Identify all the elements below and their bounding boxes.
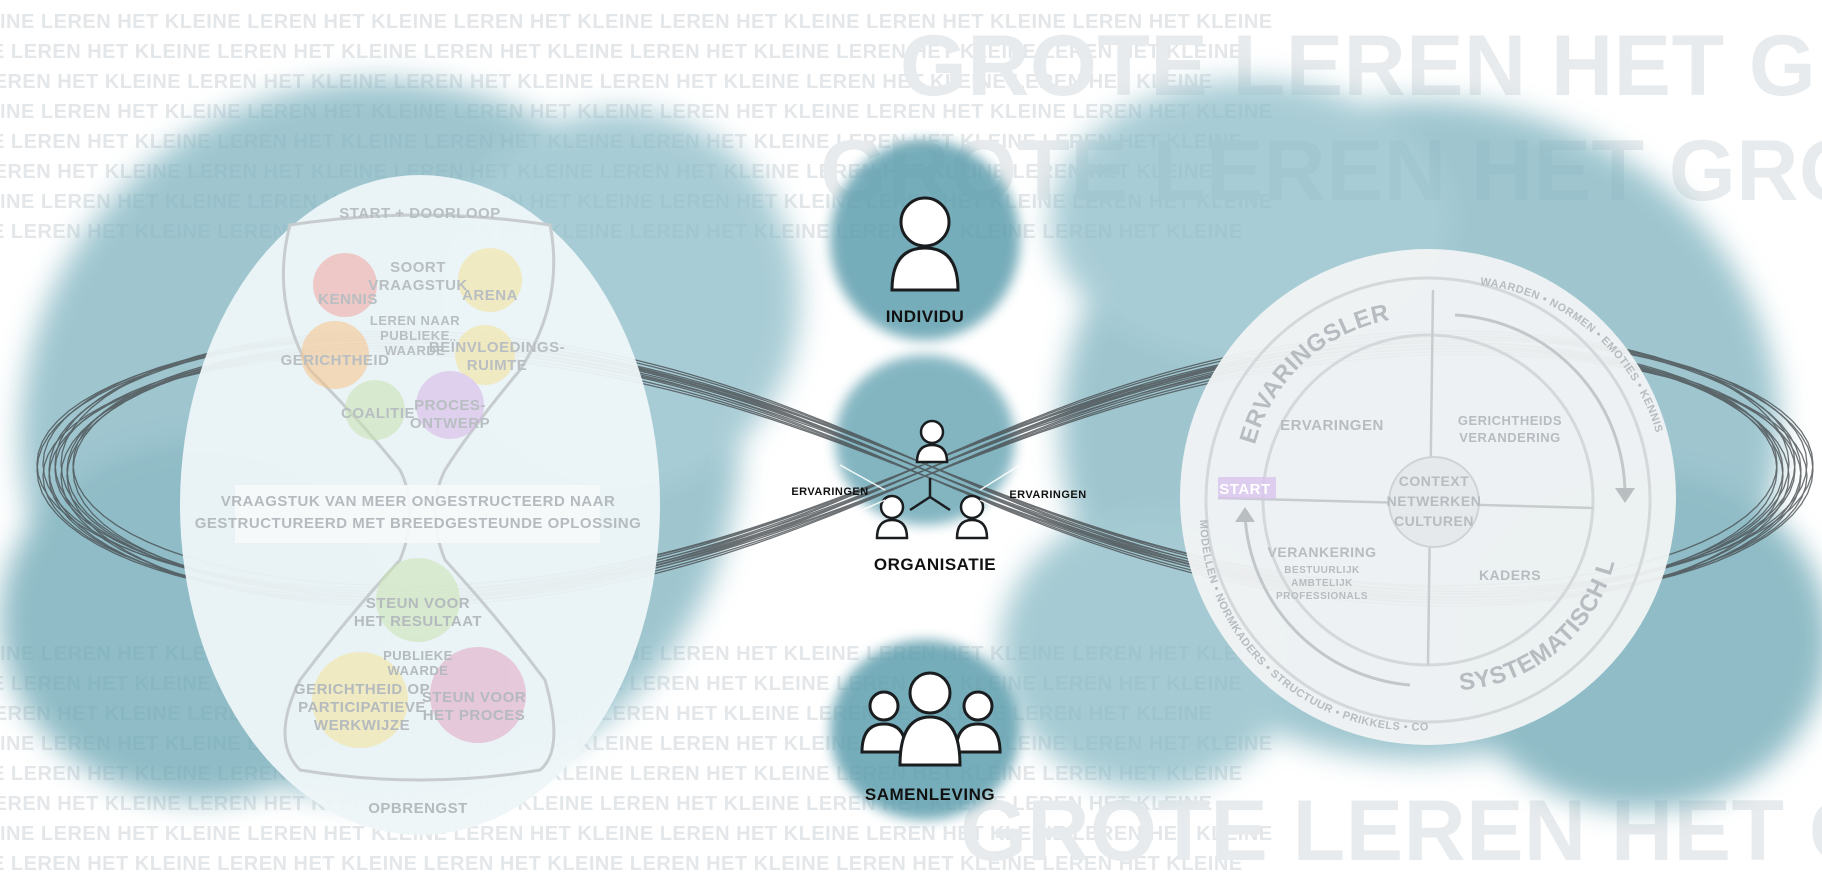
infinity-loop — [36, 330, 1814, 607]
samenleving-icon — [860, 671, 1002, 767]
procesontwerp-line2: ONTWERP — [410, 415, 490, 432]
context-circle — [1388, 456, 1480, 548]
loop-stroke — [54, 347, 1796, 593]
verankering-sub2: AMBTELIJK — [1291, 578, 1353, 589]
arena-label: ARENA — [462, 287, 518, 304]
bg-line: INE LEREN HET KLEINE LEREN HET KLEINE LE… — [0, 41, 1243, 63]
bg-line: INE LEREN HET KLEINE LEREN HET KLEINE LE… — [0, 71, 1213, 93]
soort-vraagstuk-line2: VRAAGSTUK — [368, 277, 468, 294]
steun-proces-blob — [430, 647, 526, 743]
hourglass-top-label: START + DOORLOOP — [339, 205, 500, 222]
leren-naar-line3: WAARDE — [385, 343, 446, 358]
organisatie-icon — [875, 419, 989, 540]
bg-line: GROTE LEREN HET GROTE LEREN HET GROTE LE… — [900, 18, 1822, 114]
loop-stroke — [66, 345, 1784, 607]
participatieve-blob — [312, 652, 408, 748]
participatieve-line3: WERKWIJZE — [314, 717, 410, 734]
kennis-label: KENNIS — [318, 291, 378, 308]
bg-line: INE LEREN HET KLEINE LEREN HET KLEINE LE… — [0, 823, 1273, 845]
hourglass-color-blobs — [301, 248, 526, 748]
bg-line: INE LEREN HET KLEINE LEREN HET KLEINE LE… — [0, 853, 1243, 875]
kennis-blob — [313, 253, 377, 317]
loop-stroke — [36, 339, 1814, 601]
verankering-label: VERANKERING — [1268, 544, 1377, 560]
middle-line1: VRAAGSTUK VAN MEER ONGESTRUCTEERD NAAR — [221, 493, 616, 510]
cycle-arrowhead-bottom — [1235, 507, 1255, 522]
loop-stroke — [60, 330, 1790, 598]
samenleving-label: SAMENLEVING — [865, 785, 995, 804]
bg-line: INE LEREN HET KLEINE LEREN HET KLEINE LE… — [0, 11, 1273, 33]
loop-stroke — [72, 342, 1778, 598]
hourglass-middle-box — [235, 485, 600, 543]
loop-stroke — [36, 338, 1814, 590]
gerichtheid-label: GERICHTHEID — [281, 352, 390, 369]
steun-proces-line2: HET PROCES — [423, 707, 526, 724]
ervaringen-quadrant: ERVARINGEN — [1280, 417, 1384, 434]
loop-stroke — [60, 348, 1790, 604]
participatieve-line1: GERICHTHEID OP — [294, 681, 430, 698]
center-column: INDIVIDU ERVARINGEN ERVARINGEN ORGANISAT… — [791, 196, 1086, 804]
steun-resultaat-blob — [376, 558, 460, 642]
loop-stroke — [48, 350, 1802, 602]
ervaringen-right-label: ERVARINGEN — [1009, 489, 1086, 501]
cycle-arrow-bottom — [1243, 514, 1411, 687]
ervaringen-rays — [839, 464, 1021, 521]
participatieve-line2: PARTICIPATIEVE — [298, 699, 426, 716]
context-line2: NETWERKEN — [1387, 493, 1482, 509]
arena-blob — [458, 248, 522, 312]
beinvloeding-line2: RUIMTE — [467, 357, 528, 374]
coalitie-label: COALITIE — [341, 405, 415, 422]
beinvloeding-blob — [455, 325, 515, 385]
organisatie-label: ORGANISATIE — [874, 555, 996, 574]
start-marker — [1218, 477, 1276, 499]
individu-icon — [890, 196, 960, 292]
cycle-arrow-top — [1454, 313, 1627, 496]
context-line1: CONTEXT — [1399, 473, 1469, 489]
ervaringen-left-label: ERVARINGEN — [791, 486, 868, 498]
kaders-label: KADERS — [1479, 567, 1541, 583]
gerichtheids-line1: GERICHTHEIDS — [1458, 413, 1562, 428]
hourglass-outline — [281, 213, 556, 782]
middle-line2: GESTRUCTUREERD MET BREEDGESTEUNDE OPLOSS… — [195, 515, 642, 532]
publieke-waarde-line1: PUBLIEKE — [383, 648, 453, 663]
steun-resultaat-line2: HET RESULTAAT — [354, 613, 482, 630]
steun-resultaat-line1: STEUN VOOR — [366, 595, 470, 612]
coalitie-blob — [345, 380, 405, 440]
leren-naar-line2: PUBLIEKE — [380, 328, 450, 343]
cycle-outer-ring — [1204, 276, 1652, 724]
verankering-sub3: PROFESSIONALS — [1276, 591, 1368, 602]
gerichtheids-line2: VERANDERING — [1459, 430, 1561, 445]
context-line3: CULTUREN — [1394, 513, 1474, 529]
individu-label: INDIVIDU — [886, 307, 965, 326]
verankering-sub1: BESTUURLIJK — [1284, 565, 1360, 576]
hourglass-panel: START + DOORLOOP SOORT VRAAGSTUK KENNIS … — [180, 175, 660, 835]
cycle-arrowhead-top — [1615, 488, 1635, 503]
leren-naar-line1: LEREN NAAR — [370, 313, 460, 328]
procesontwerp-line1: PROCES- — [414, 397, 486, 414]
beinvloeding-line1: BEÏNVLOEDINGS- — [429, 339, 565, 356]
start-label: START — [1219, 481, 1270, 498]
gerichtheid-blob — [301, 321, 369, 389]
publieke-waarde-line2: WAARDE — [388, 663, 449, 678]
procesontwerp-blob — [416, 371, 484, 439]
loop-stroke — [42, 336, 1808, 592]
soort-vraagstuk-line1: SOORT — [390, 259, 446, 276]
steun-proces-line1: STEUN VOOR — [422, 689, 526, 706]
hourglass-bottom-label: OPBRENGST — [368, 800, 468, 817]
